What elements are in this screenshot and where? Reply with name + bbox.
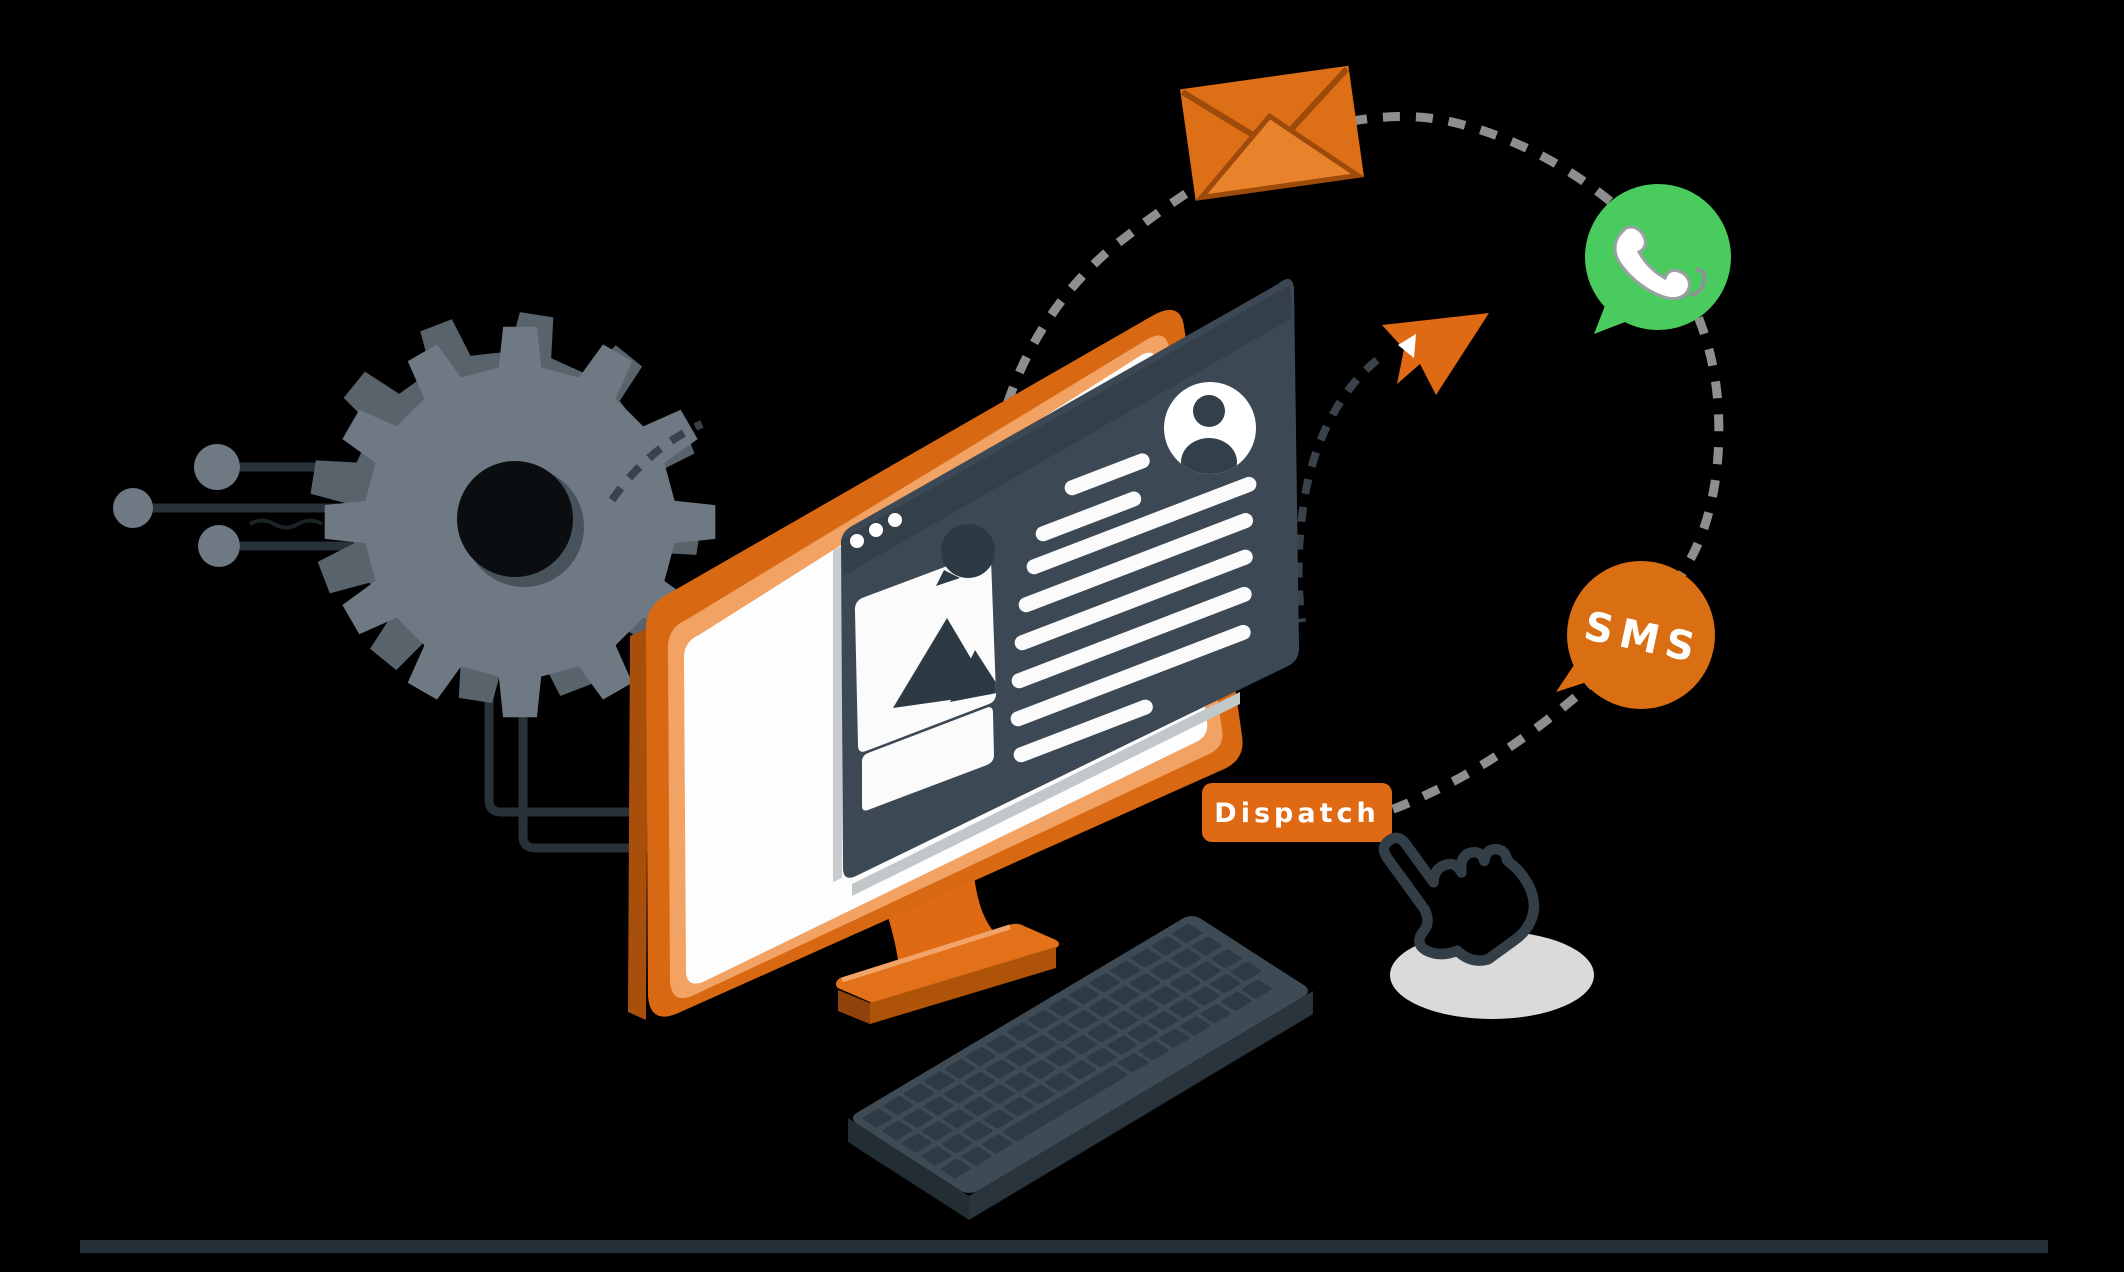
- dashed-spark: [608, 420, 704, 503]
- window-dots-icon: [850, 513, 902, 548]
- sms-bubble: SMS: [1556, 561, 1715, 709]
- text-line: [1011, 586, 1252, 689]
- dispatch-label: Dispatch: [1214, 798, 1379, 829]
- gear-icon: [310, 312, 716, 718]
- paper-plane-icon: [1382, 313, 1489, 395]
- dashed-trajectory: [1294, 356, 1380, 623]
- text-line: [1010, 624, 1251, 727]
- envelope-icon: [1180, 65, 1365, 201]
- whatsapp-phone-icon: [1585, 184, 1731, 334]
- hand-cursor-icon: [1378, 832, 1540, 966]
- text-line: [1018, 513, 1254, 613]
- baseline: [80, 1240, 2048, 1253]
- circuit-nodes-icon: [113, 444, 652, 853]
- image-placeholder-icon: [854, 524, 996, 811]
- avatar-icon: [1164, 382, 1256, 474]
- text-lines: [1010, 453, 1257, 763]
- keyboard: [848, 916, 1313, 1220]
- browser-window: [833, 278, 1300, 896]
- text-line: [1014, 549, 1253, 651]
- text-line: [1013, 699, 1153, 763]
- text-line: [1035, 491, 1142, 542]
- text-line: [1026, 476, 1257, 575]
- dispatch-button[interactable]: Dispatch: [1202, 783, 1392, 842]
- text-line: [1064, 453, 1150, 496]
- mountains-icon: [893, 618, 996, 708]
